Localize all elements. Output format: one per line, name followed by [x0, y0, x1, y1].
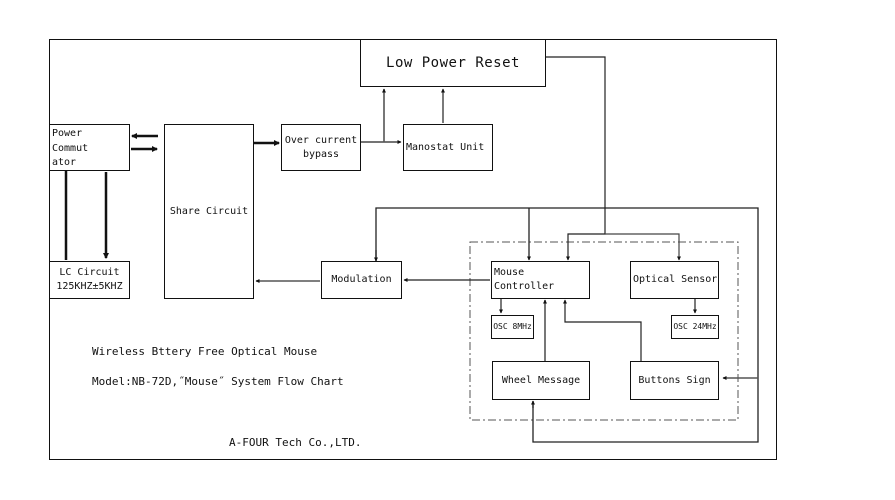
wheel-message-label: Wheel Message [501, 374, 581, 386]
power-commutator-block: Power Commut ator [49, 124, 130, 171]
low-power-reset-block: Low Power Reset [360, 39, 546, 87]
lc-circuit-label: LC Circuit 125KHZ±5KHZ [56, 267, 123, 292]
share-circuit-block: Share Circuit [164, 124, 254, 299]
wheel-message-block: Wheel Message [492, 361, 590, 400]
over-current-bypass-block: Over current bypass [281, 124, 361, 171]
optical-sensor-block: Optical Sensor [630, 261, 719, 299]
manostat-unit-block: Manostat Unit [403, 124, 493, 171]
modulation-block: Modulation [321, 261, 402, 299]
buttons-to-controller-line [563, 299, 642, 361]
osc-24mhz-label: OSC 24MHz [673, 322, 717, 331]
mouse-module-boundary [469, 241, 739, 421]
modulation-label: Modulation [331, 274, 392, 285]
reset-line [545, 56, 606, 261]
buttons-sign-block: Buttons Sign [630, 361, 719, 400]
share-circuit-label: Share Circuit [169, 205, 249, 217]
buttons-sign-label: Buttons Sign [638, 374, 711, 386]
over-current-bypass-label: Over current bypass [284, 134, 358, 160]
mouse-controller-block: Mouse Controller [491, 261, 590, 299]
manostat-unit-label: Manostat Unit [406, 141, 485, 153]
diagram-subtitle: Model:NB-72D,˝Mouse˝ System Flow Chart [92, 375, 344, 388]
power-commutator-label: Power Commut ator [52, 128, 89, 168]
reset-to-sensor-line [605, 233, 681, 261]
company-name: A-FOUR Tech Co.,LTD. [229, 436, 362, 449]
mouse-controller-label: Mouse Controller [494, 267, 555, 292]
osc-24mhz-block: OSC 24MHz [671, 315, 719, 339]
power-bus-line [375, 207, 759, 443]
optical-sensor-label: Optical Sensor [633, 274, 718, 285]
diagram-title: Wireless Bttery Free Optical Mouse [92, 345, 318, 358]
low-power-reset-label: Low Power Reset [386, 55, 520, 71]
lc-circuit-block: LC Circuit 125KHZ±5KHZ [49, 261, 130, 299]
osc-8mhz-label: OSC 8MHz [493, 322, 532, 331]
osc-8mhz-block: OSC 8MHz [491, 315, 534, 339]
